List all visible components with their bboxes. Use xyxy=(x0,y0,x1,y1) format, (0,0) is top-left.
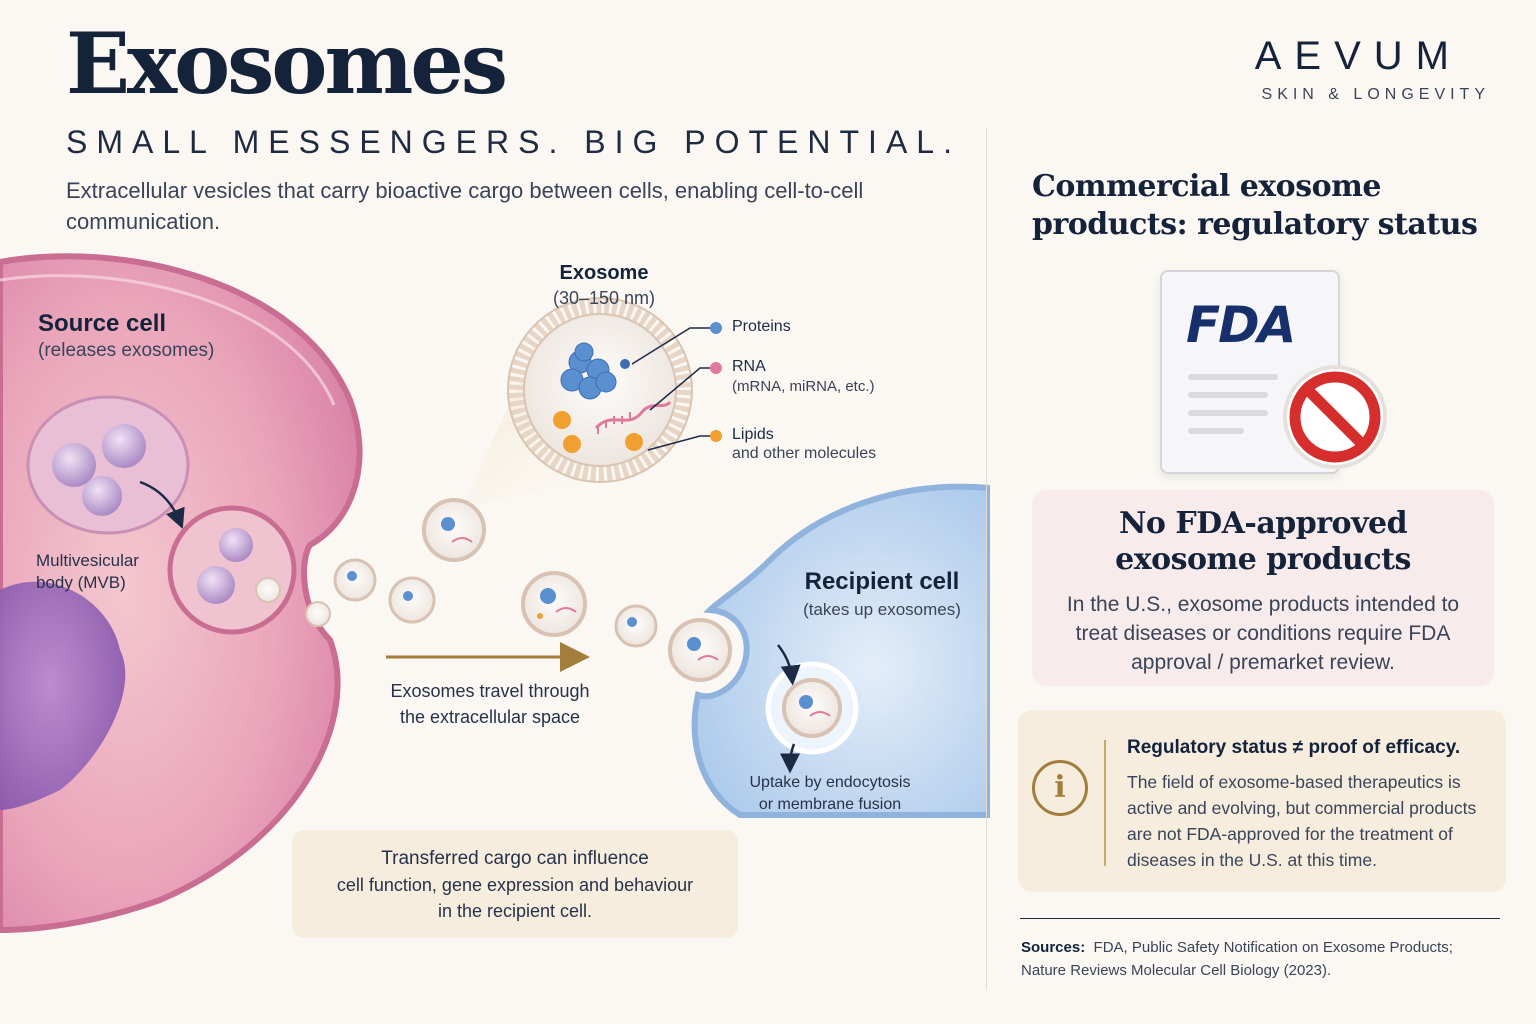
page-title: Exosomes xyxy=(66,14,508,113)
efficacy-note-heading: Regulatory status ≠ proof of efficacy. xyxy=(1127,737,1461,758)
proteins-dot xyxy=(710,322,722,334)
exosome-diagram xyxy=(0,253,990,934)
travel-caption-line2: the extracellular space xyxy=(399,707,581,727)
fda-logo: FDA xyxy=(1186,296,1296,354)
prohibited-icon xyxy=(1283,365,1387,469)
approval-status-heading: No FDA-approved exosome products xyxy=(1032,506,1494,578)
recipient-cell-title: Recipient cell xyxy=(804,568,960,595)
uptake-caption-line2: or membrane fusion xyxy=(758,796,902,813)
recipient-cell xyxy=(691,483,990,818)
cargo-lipids-detail: and other molecules xyxy=(732,445,877,462)
transfer-note-box xyxy=(292,830,738,938)
efficacy-note-body: The field of exosome-based therapeutics … xyxy=(1127,772,1477,870)
info-icon: i xyxy=(1032,760,1088,816)
approval-status-body: In the U.S., exosome products intended t… xyxy=(1066,593,1460,674)
approval-status-box xyxy=(1032,490,1494,686)
doc-line xyxy=(1188,392,1268,398)
sources-text: FDA, Public Safety Notification on Exoso… xyxy=(1021,939,1453,979)
mvb-label-line1: Multivesicular xyxy=(36,551,139,570)
cargo-rna-label: RNA xyxy=(732,358,766,375)
lipids-dot xyxy=(710,430,722,442)
exosome-size: (30–150 nm) xyxy=(552,288,656,308)
sources-divider xyxy=(1020,918,1500,919)
doc-line xyxy=(1188,428,1244,434)
travel-caption-line1: Exosomes travel through xyxy=(390,681,590,701)
brand-logo: AEVUM xyxy=(1254,34,1462,78)
cargo-rna-detail: (mRNA, miRNA, etc.) xyxy=(732,378,875,395)
intro-text: Extracellular vesicles that carry bioact… xyxy=(66,178,864,234)
exosome-detail xyxy=(507,297,693,483)
brand-tagline: SKIN & LONGEVITY xyxy=(1261,86,1490,103)
source-cell-subtitle: (releases exosomes) xyxy=(38,340,215,361)
column-divider xyxy=(986,128,987,990)
transfer-note: Transferred cargo can influence cell fun… xyxy=(292,846,738,924)
efficacy-note-box xyxy=(1018,710,1506,892)
uptake-caption: Uptake by endocytosis or membrane fusion xyxy=(730,772,930,816)
transfer-note-line2: cell function, gene expression and behav… xyxy=(336,875,694,895)
transfer-note-line1: Transferred cargo can influence xyxy=(381,848,649,869)
uptake-caption-line1: Uptake by endocytosis xyxy=(749,774,911,791)
recipient-cell-subtitle: (takes up exosomes) xyxy=(803,600,961,619)
approval-heading-line2: exosome products xyxy=(1115,542,1411,577)
tagline: SMALL MESSENGERS. BIG POTENTIAL. xyxy=(66,124,961,160)
mvb-label: Multivesicular body (MVB) xyxy=(36,550,139,594)
sources: Sources: FDA, Public Safety Notification… xyxy=(1021,936,1501,982)
doc-line xyxy=(1188,410,1268,416)
info-divider xyxy=(1104,740,1106,866)
sources-label: Sources: xyxy=(1021,939,1086,956)
regulatory-title: Commercial exosome products: regulatory … xyxy=(1032,169,1478,242)
travel-caption: Exosomes travel through the extracellula… xyxy=(370,678,610,730)
mvb-label-line2: body (MVB) xyxy=(36,573,126,592)
nucleus xyxy=(0,581,126,810)
cargo-lipids-label: Lipids xyxy=(732,426,774,443)
approval-heading-line1: No FDA-approved xyxy=(1118,506,1408,541)
rna-dot xyxy=(710,362,722,374)
mvb xyxy=(26,395,190,535)
cargo-proteins-label: Proteins xyxy=(732,318,791,335)
transfer-note-line3: in the recipient cell. xyxy=(437,901,593,921)
traveling-exosomes xyxy=(305,498,658,648)
source-cell-title: Source cell xyxy=(38,310,167,337)
exosome-title: Exosome xyxy=(559,262,649,284)
doc-line xyxy=(1188,374,1278,380)
